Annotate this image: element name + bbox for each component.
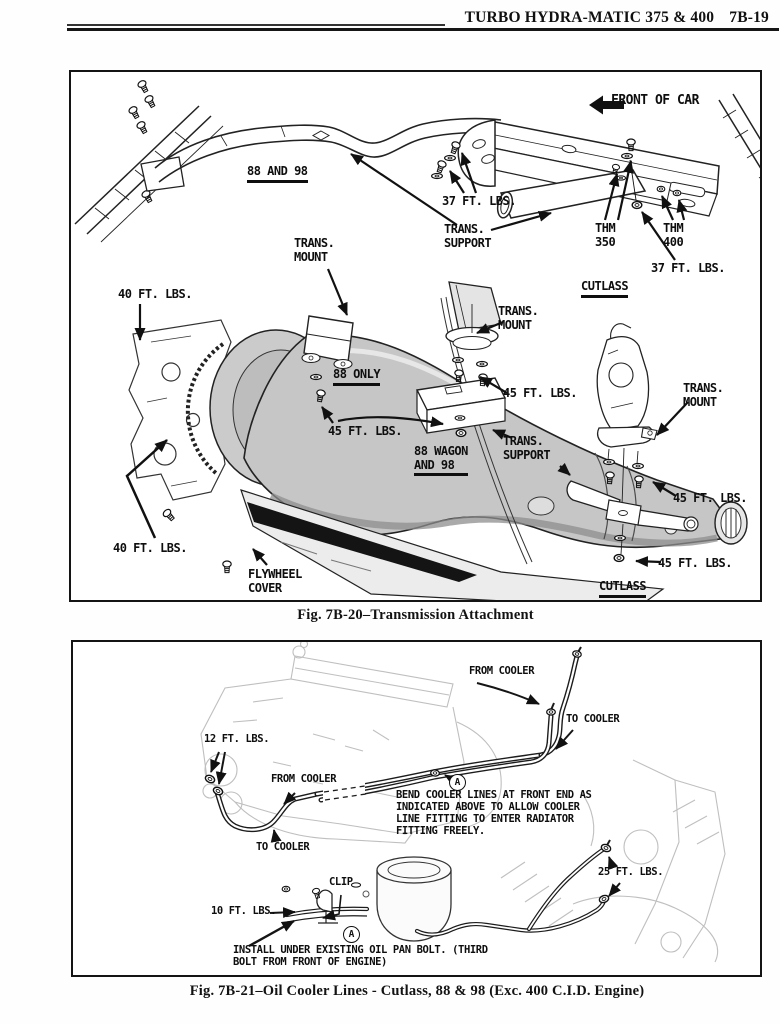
support-bolts xyxy=(431,140,462,180)
crossmember-88-98 xyxy=(140,117,502,192)
fig1-drawing xyxy=(74,78,760,600)
header-page-number: 7B-19 xyxy=(729,9,769,26)
fig1-caption: Fig. 7B-20–Transmission Attachment xyxy=(297,607,534,623)
label-trans-mount-right: TRANS. MOUNT xyxy=(683,381,724,409)
label-88-only: 88 ONLY xyxy=(333,367,381,386)
header-title: TURBO HYDRA-MATIC 375 & 400 xyxy=(464,9,715,26)
label-torque-25: 25 FT. LBS. xyxy=(598,866,664,878)
label-install-note: INSTALL UNDER EXISTING OIL PAN BOLT. (TH… xyxy=(233,944,488,968)
page-header: TURBO HYDRA-MATIC 375 & 400 7B-19 xyxy=(465,9,769,27)
label-clip: CLIP xyxy=(329,876,353,888)
header-rule xyxy=(67,28,779,31)
fig2-caption: Fig. 7B-21–Oil Cooler Lines - Cutlass, 8… xyxy=(189,983,645,999)
label-trans-support-center: TRANS. SUPPORT xyxy=(503,434,551,462)
filter-drum xyxy=(376,856,452,942)
figure-7b20-transmission-attachment: 88 AND 98 37 FT. LBS. FRONT OF CAR TRANS… xyxy=(69,70,762,602)
label-torque-37-left: 37 FT. LBS. xyxy=(442,194,516,208)
label-to-cooler-left: TO COOLER xyxy=(256,841,310,853)
callout-a-marker-2: A xyxy=(343,926,360,943)
front-of-car-arrow xyxy=(589,95,624,115)
label-torque-37-right: 37 FT. LBS. xyxy=(651,261,725,275)
label-88-and-98: 88 AND 98 xyxy=(247,164,308,183)
header-rule-upper xyxy=(67,24,445,26)
fig2-drawing xyxy=(200,642,726,963)
label-to-cooler-right: TO COOLER xyxy=(566,713,620,725)
trans-mount-88 xyxy=(301,315,354,370)
label-from-cooler-right: FROM COOLER xyxy=(469,665,535,677)
label-trans-support-left: TRANS. SUPPORT xyxy=(444,222,492,250)
label-torque-45-left: 45 FT. LBS. xyxy=(328,424,402,438)
label-flywheel-cover: FLYWHEEL COVER xyxy=(248,567,302,595)
engine-outline-faint xyxy=(200,642,502,844)
label-front-of-car: FRONT OF CAR xyxy=(611,93,699,108)
cooler-lines xyxy=(203,646,613,937)
label-trans-mount-center: TRANS. MOUNT xyxy=(498,304,539,332)
label-bend-note: BEND COOLER LINES AT FRONT END AS INDICA… xyxy=(396,789,592,837)
label-torque-12: 12 FT. LBS. xyxy=(204,733,270,745)
label-88-wagon-and-98: 88 WAGON AND 98 xyxy=(414,444,468,477)
frame-rail-right xyxy=(718,93,760,179)
label-torque-45-right-lower: 45 FT. LBS. xyxy=(658,556,732,570)
label-from-cooler-left: FROM COOLER xyxy=(271,773,337,785)
figure-7b21-oil-cooler-lines: 12 FT. LBS. FROM COOLER TO COOLER FROM C… xyxy=(71,640,762,977)
ring-gear xyxy=(185,342,225,476)
label-cutlass-upper: CUTLASS xyxy=(581,279,629,298)
callout-a-marker-1: A xyxy=(449,774,466,791)
label-thm-400: THM 400 xyxy=(663,221,684,249)
label-torque-10: 10 FT. LBS. xyxy=(211,905,277,917)
label-torque-40-lower: 40 FT. LBS. xyxy=(113,541,187,555)
label-torque-40-upper: 40 FT. LBS. xyxy=(118,287,192,301)
fig1-leader-arrows xyxy=(125,152,689,567)
trans-mount-cutlass xyxy=(566,323,699,555)
label-torque-45-center: 45 FT. LBS. xyxy=(503,386,577,400)
label-cutlass-lower: CUTLASS xyxy=(599,579,647,598)
label-trans-mount-left: TRANS. MOUNT xyxy=(294,236,335,264)
clip-bracket xyxy=(316,889,338,924)
label-thm-350: THM 350 xyxy=(595,221,616,249)
label-torque-45-right-upper: 45 FT. LBS. xyxy=(673,491,747,505)
small-washer xyxy=(362,890,370,898)
